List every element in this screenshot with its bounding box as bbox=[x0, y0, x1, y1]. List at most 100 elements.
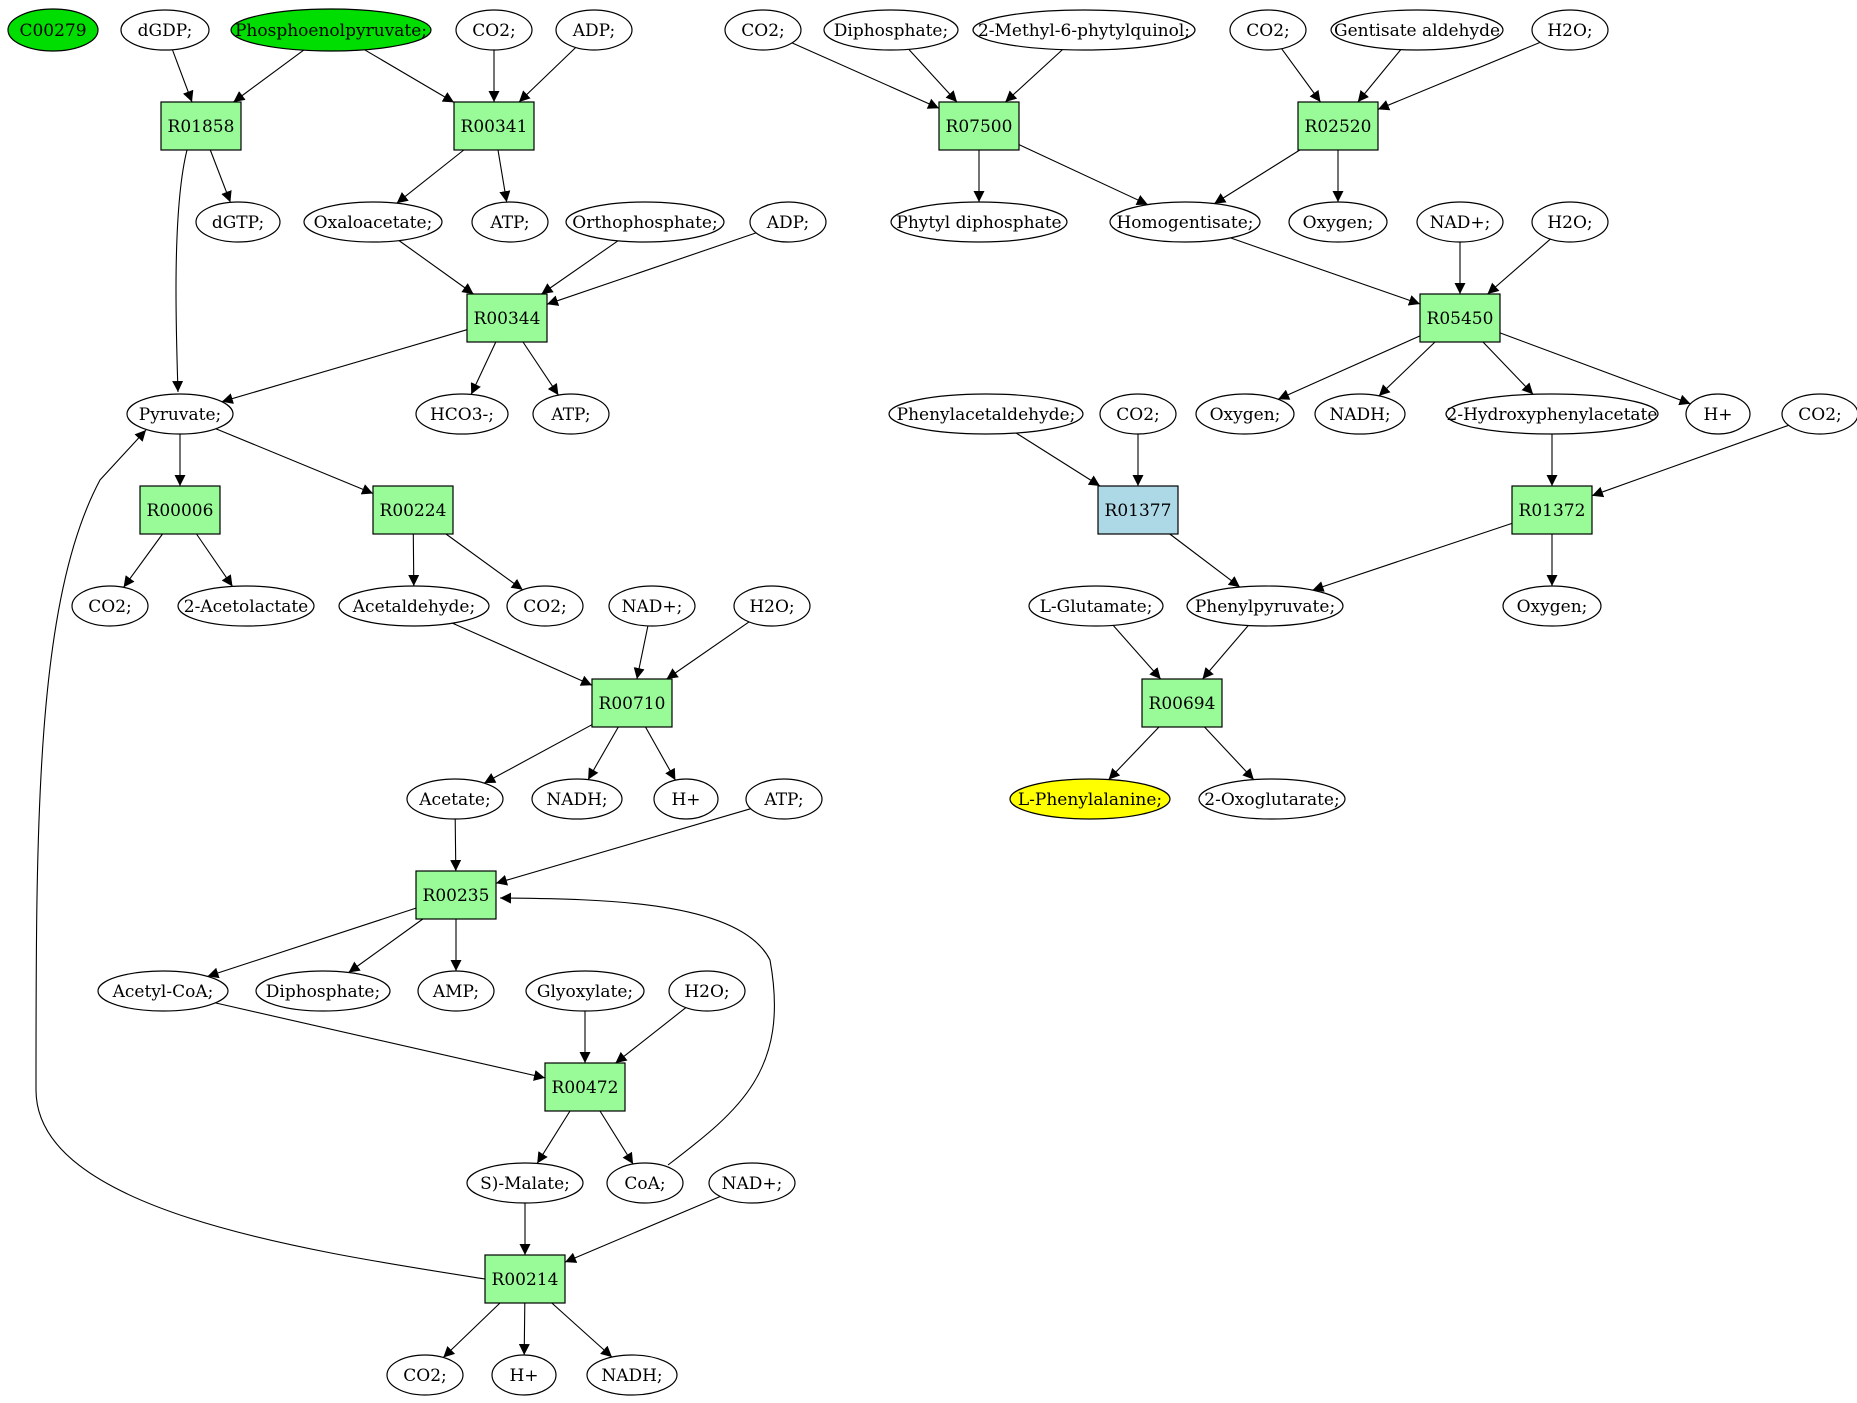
reaction-node-r00694: R00694 bbox=[1141, 678, 1223, 728]
compound-ellipse bbox=[71, 585, 149, 627]
edge-r01372-phenylpyruvate bbox=[1312, 522, 1513, 592]
node-label: Gentisate aldehyde bbox=[1334, 21, 1500, 41]
edge-methylphytylquinol-r07500 bbox=[1004, 49, 1063, 103]
node-label: R00224 bbox=[380, 501, 447, 521]
edge-h2o_d-r05450 bbox=[1487, 238, 1551, 295]
compound-ellipse bbox=[255, 970, 391, 1012]
edge-r00710-acetate bbox=[483, 724, 593, 784]
edge-r00341-oxaloacetate bbox=[396, 149, 465, 204]
node-label: 2-Methyl-6-phytylquinol; bbox=[978, 21, 1190, 41]
compound-node-nadh_c: NADH; bbox=[1314, 393, 1406, 435]
compound-node-glyoxylate: Glyoxylate; bbox=[525, 970, 645, 1012]
compound-node-diphosphate_b: Diphosphate; bbox=[823, 9, 959, 51]
compound-ellipse bbox=[972, 9, 1196, 51]
compound-node-gentisate: Gentisate aldehyde bbox=[1330, 9, 1504, 51]
compound-node-amp: AMP; bbox=[417, 970, 495, 1012]
node-label: L-Glutamate; bbox=[1040, 597, 1153, 617]
edge-phenylpyruvate-r00694 bbox=[1202, 625, 1249, 680]
compound-node-hydroxyphenylacetate: 2-Hydroxyphenylacetate bbox=[1445, 393, 1659, 435]
compound-ellipse bbox=[1009, 778, 1171, 820]
compound-ellipse bbox=[1028, 585, 1164, 627]
compound-ellipse bbox=[126, 393, 234, 435]
node-label: R00214 bbox=[492, 1270, 559, 1290]
node-label: NADH; bbox=[546, 790, 607, 810]
reaction-node-r01858: R01858 bbox=[160, 101, 242, 151]
compound-node-hplus_b: H+ bbox=[491, 1354, 557, 1396]
compound-ellipse bbox=[1099, 393, 1177, 435]
node-label: H+ bbox=[1703, 405, 1732, 425]
compound-ellipse bbox=[338, 585, 490, 627]
reaction-node-r00472: R00472 bbox=[544, 1062, 626, 1112]
compound-node-atp_c: ATP; bbox=[745, 778, 823, 820]
edge-adp_a-r00341 bbox=[518, 47, 577, 103]
edge-r00344-pyruvate bbox=[221, 329, 468, 404]
compound-ellipse bbox=[525, 970, 645, 1012]
reaction-box bbox=[484, 1254, 566, 1304]
node-label: CO2; bbox=[1798, 405, 1842, 425]
node-label: R00344 bbox=[474, 309, 541, 329]
compound-node-adp_a: ADP; bbox=[555, 9, 633, 51]
node-label: Oxaloacetate; bbox=[314, 213, 433, 233]
edge-h2o_a-r00710 bbox=[666, 621, 750, 680]
node-label: CO2; bbox=[472, 21, 516, 41]
node-label: Phenylpyruvate; bbox=[1195, 597, 1335, 617]
node-label: Oxygen; bbox=[1303, 213, 1374, 233]
compound-node-acetolactate: 2-Acetolactate bbox=[177, 585, 315, 627]
compound-node-phenylacetaldehyde: Phenylacetaldehyde; bbox=[888, 393, 1084, 435]
compound-ellipse bbox=[745, 778, 823, 820]
edge-r00006-acetolactate bbox=[196, 533, 233, 587]
compound-ellipse bbox=[653, 778, 719, 820]
compound-node-nadh_b: NADH; bbox=[586, 1354, 678, 1396]
reaction-box bbox=[453, 101, 535, 151]
compound-ellipse bbox=[177, 585, 315, 627]
compound-ellipse bbox=[608, 585, 696, 627]
node-label: Phytyl diphosphate bbox=[896, 213, 1061, 233]
compound-node-h2o_a: H2O; bbox=[733, 585, 811, 627]
node-label: ATP; bbox=[489, 213, 529, 233]
edge-r00472-coa bbox=[599, 1110, 634, 1165]
compound-ellipse bbox=[386, 1354, 464, 1396]
edge-acetate-r00235 bbox=[450, 818, 462, 872]
edge-adp_b-r00344 bbox=[546, 232, 757, 306]
compound-node-co2_g: CO2; bbox=[1099, 393, 1177, 435]
node-label: Phosphoenolpyruvate; bbox=[235, 21, 427, 41]
compound-ellipse bbox=[1502, 585, 1602, 627]
node-label: Pyruvate; bbox=[139, 405, 221, 425]
compound-node-nad_b: NAD+; bbox=[708, 1162, 796, 1204]
node-label: Acetyl-CoA; bbox=[112, 982, 214, 1002]
compound-ellipse bbox=[1229, 9, 1307, 51]
node-label: C00279 bbox=[19, 21, 86, 41]
reaction-node-r00214: R00214 bbox=[484, 1254, 566, 1304]
node-label: CO2; bbox=[523, 597, 567, 617]
compound-node-homogentisate: Homogentisate; bbox=[1109, 201, 1261, 243]
edge-nad_a-r00710 bbox=[633, 625, 649, 680]
compound-ellipse bbox=[1445, 393, 1659, 435]
edge-r05450-hplus_c bbox=[1499, 332, 1691, 406]
compound-node-acetylcoa: Acetyl-CoA; bbox=[97, 970, 229, 1012]
edge-r02520-homogentisate bbox=[1214, 149, 1301, 205]
edge-r00694-oxoglutarate bbox=[1204, 726, 1255, 780]
compound-node-nadh_a: NADH; bbox=[531, 778, 623, 820]
edge-r00341-atp_a bbox=[497, 149, 511, 203]
compound-ellipse bbox=[491, 1354, 557, 1396]
compound-node-co2_e: CO2; bbox=[724, 9, 802, 51]
node-label: Acetaldehyde; bbox=[352, 597, 475, 617]
node-label: NAD+; bbox=[1430, 213, 1491, 233]
node-label: R00694 bbox=[1149, 694, 1216, 714]
edge-pep-r01858 bbox=[233, 49, 304, 103]
edge-r00694-lphenylalanine bbox=[1108, 726, 1160, 780]
edge-r00344-hco3 bbox=[470, 341, 497, 395]
edge-oxaloacetate-r00344 bbox=[398, 240, 474, 295]
compound-ellipse bbox=[97, 970, 229, 1012]
node-label: 2-Hydroxyphenylacetate bbox=[1447, 405, 1658, 425]
compound-ellipse bbox=[555, 9, 633, 51]
node-label: Acetate; bbox=[418, 790, 490, 810]
compound-ellipse bbox=[1531, 9, 1609, 51]
reaction-box bbox=[139, 485, 221, 535]
compound-ellipse bbox=[195, 201, 281, 243]
compound-node-acetate: Acetate; bbox=[406, 778, 504, 820]
compound-node-methylphytylquinol: 2-Methyl-6-phytylquinol; bbox=[972, 9, 1196, 51]
node-label: R00472 bbox=[552, 1078, 619, 1098]
node-label: R00235 bbox=[423, 886, 490, 906]
